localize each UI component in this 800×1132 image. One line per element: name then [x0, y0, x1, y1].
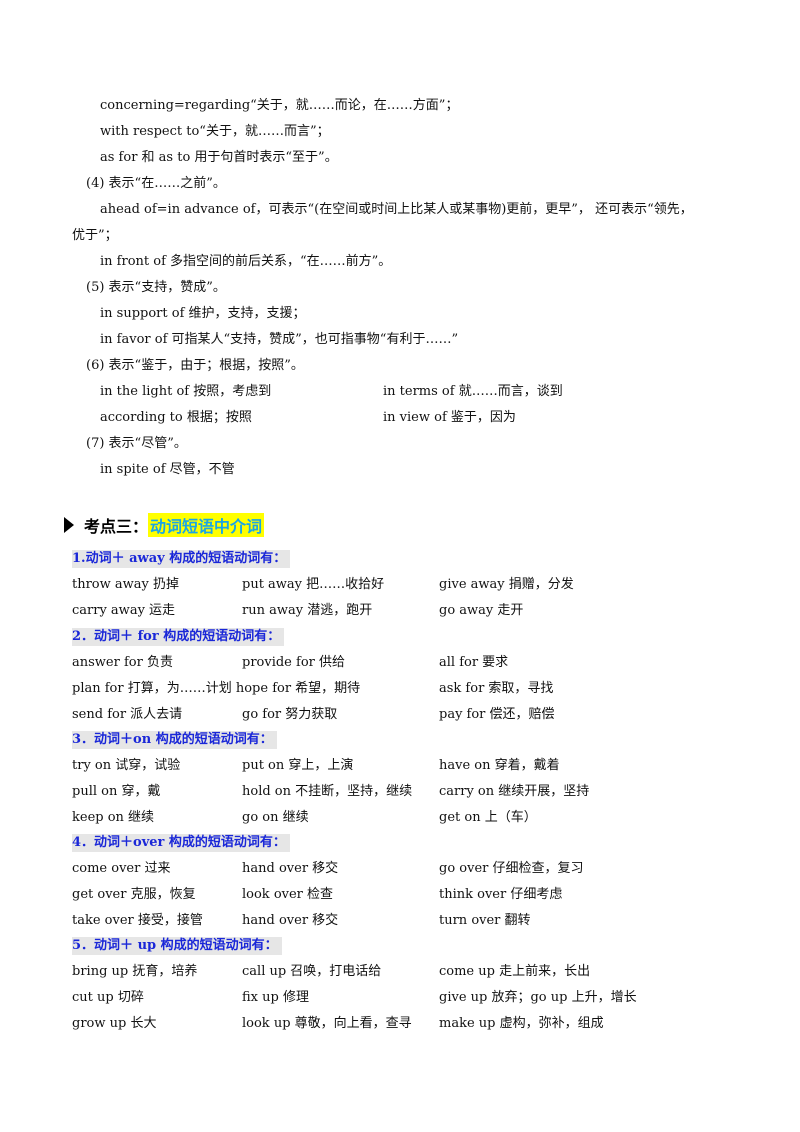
phrase-cell: pay for 偿还，赔偿 [439, 707, 555, 722]
text-line: (7) 表示“尽管”。 [86, 436, 187, 451]
phrase-cell: call up 召唤，打电话给 [242, 964, 382, 979]
phrase-row: grow up 长大 look up 尊敬，向上看，查寻 make up 虚构，… [72, 1015, 732, 1041]
group-title: 5．动词＋ up 构成的短语动词有： [72, 937, 282, 955]
phrase-cell: grow up 长大 [72, 1016, 157, 1031]
phrase-cell: carry on 继续开展，坚持 [439, 784, 590, 799]
group-title: 3．动词＋on 构成的短语动词有： [72, 731, 277, 749]
phrase-cell: take over 接受，接管 [72, 913, 203, 928]
phrase-row: keep on 继续 go on 继续 get on 上（车） [72, 809, 732, 835]
phrase-row: according to 根据；按照 in view of 鉴于，因为 [100, 409, 700, 435]
phrase-row: plan for 打算，为……计划 hope for 希望，期待 ask for… [72, 680, 732, 706]
phrase-cell: turn over 翻转 [439, 913, 531, 928]
phrase-cell: bring up 抚育，培养 [72, 964, 198, 979]
phrase-cell: provide for 供给 [242, 655, 345, 670]
phrase-cell: go over 仔细检查，复习 [439, 861, 584, 876]
phrase-row: try on 试穿，试验 put on 穿上，上演 have on 穿着，戴着 [72, 757, 732, 783]
phrase-cell: according to 根据；按照 [100, 410, 252, 425]
phrase-grid: try on 试穿，试验 put on 穿上，上演 have on 穿着，戴着 … [72, 757, 732, 835]
text-line: with respect to“关于，就……而言”； [100, 124, 330, 139]
phrase-cell: make up 虚构，弥补，组成 [439, 1016, 604, 1031]
phrase-cell: ask for 索取，寻找 [439, 681, 554, 696]
phrase-row: bring up 抚育，培养 call up 召唤，打电话给 come up 走… [72, 963, 732, 989]
phrase-pairs: in the light of 按照，考虑到 in terms of 就……而言… [100, 383, 700, 435]
text-line: (5) 表示“支持，赞成”。 [86, 280, 226, 295]
phrase-row: cut up 切碎 fix up 修理 give up 放弃；go up 上升，… [72, 989, 732, 1015]
section-highlight: 动词短语中介词 [148, 513, 265, 537]
phrase-row: come over 过来 hand over 移交 go over 仔细检查，复… [72, 860, 732, 886]
phrase-grid: throw away 扔掉 put away 把……收拾好 give away … [72, 576, 732, 628]
phrase-row: send for 派人去请 go for 努力获取 pay for 偿还，赔偿 [72, 706, 732, 732]
text-line: (6) 表示“鉴于，由于；根据，按照”。 [86, 358, 304, 373]
phrase-row: pull on 穿，戴 hold on 不挂断，坚持，继续 carry on 继… [72, 783, 732, 809]
phrase-cell: in view of 鉴于，因为 [383, 410, 516, 425]
phrase-cell: run away 潜逃，跑开 [242, 603, 373, 618]
text-line: 优于”； [72, 228, 118, 243]
phrase-cell: all for 要求 [439, 655, 509, 670]
phrase-cell: come over 过来 [72, 861, 171, 876]
phrase-cell: throw away 扔掉 [72, 577, 180, 592]
section-label: 考点三： [84, 517, 149, 536]
phrase-row: take over 接受，接管 hand over 移交 turn over 翻… [72, 912, 732, 938]
text-line: in favor of 可指某人“支持，赞成”，也可指事物“有利于……” [100, 332, 459, 347]
text-line: ahead of=in advance of，可表示“(在空间或时间上比某人或某… [100, 202, 693, 217]
phrase-grid: come over 过来 hand over 移交 go over 仔细检查，复… [72, 860, 732, 938]
phrase-cell: hand over 移交 [242, 861, 339, 876]
text-line: (4) 表示“在……之前”。 [86, 176, 226, 191]
phrase-cell: look up 尊敬，向上看，查寻 [242, 1016, 412, 1031]
group-title: 2．动词＋ for 构成的短语动词有： [72, 628, 285, 646]
phrase-cell: send for 派人去请 [72, 707, 183, 722]
group-title: 1.动词＋ away 构成的短语动词有： [72, 550, 291, 568]
phrase-cell: give up 放弃；go up 上升，增长 [439, 990, 637, 1005]
phrase-row: get over 克服，恢复 look over 检查 think over 仔… [72, 886, 732, 912]
phrase-cell: fix up 修理 [242, 990, 309, 1005]
phrase-cell: have on 穿着，戴着 [439, 758, 560, 773]
text-line: in front of 多指空间的前后关系，“在……前方”。 [100, 254, 392, 269]
phrase-cell: come up 走上前来，长出 [439, 964, 591, 979]
phrase-cell: put on 穿上，上演 [242, 758, 354, 773]
phrase-cell: get over 克服，恢复 [72, 887, 196, 902]
phrase-row: in the light of 按照，考虑到 in terms of 就……而言… [100, 383, 700, 409]
section-heading: 考点三： 动词短语中介词 [64, 512, 265, 538]
phrase-cell: go away 走开 [439, 603, 524, 618]
phrase-grid: answer for 负责 provide for 供给 all for 要求 … [72, 654, 732, 732]
phrase-cell: give away 捐赠，分发 [439, 577, 574, 592]
text-line: concerning=regarding“关于，就……而论，在……方面”； [100, 98, 459, 113]
phrase-cell: try on 试穿，试验 [72, 758, 181, 773]
phrase-cell: keep on 继续 [72, 810, 155, 825]
phrase-cell: pull on 穿，戴 [72, 784, 161, 799]
phrase-cell: get on 上（车） [439, 810, 537, 825]
phrase-cell: look over 检查 [242, 887, 334, 902]
phrase-cell: think over 仔细考虑 [439, 887, 563, 902]
phrase-row: throw away 扔掉 put away 把……收拾好 give away … [72, 576, 732, 602]
phrase-row: answer for 负责 provide for 供给 all for 要求 [72, 654, 732, 680]
phrase-cell: in terms of 就……而言，谈到 [383, 384, 563, 399]
phrase-cell: plan for 打算，为……计划 hope for 希望，期待 [72, 681, 361, 696]
phrase-cell: answer for 负责 [72, 655, 173, 670]
phrase-cell: hold on 不挂断，坚持，继续 [242, 784, 413, 799]
phrase-cell: put away 把……收拾好 [242, 577, 385, 592]
phrase-cell: in the light of 按照，考虑到 [100, 384, 272, 399]
arrow-bullet-icon [64, 517, 74, 533]
phrase-cell: hand over 移交 [242, 913, 339, 928]
text-line: in spite of 尽管，不管 [100, 462, 235, 477]
phrase-cell: go for 努力获取 [242, 707, 338, 722]
phrase-cell: cut up 切碎 [72, 990, 144, 1005]
text-line: as for 和 as to 用于句首时表示“至于”。 [100, 150, 338, 165]
phrase-row: carry away 运走 run away 潜逃，跑开 go away 走开 [72, 602, 732, 628]
group-title: 4．动词＋over 构成的短语动词有： [72, 834, 290, 852]
phrase-cell: carry away 运走 [72, 603, 176, 618]
phrase-grid: bring up 抚育，培养 call up 召唤，打电话给 come up 走… [72, 963, 732, 1041]
phrase-cell: go on 继续 [242, 810, 309, 825]
text-line: in support of 维护，支持，支援； [100, 306, 306, 321]
